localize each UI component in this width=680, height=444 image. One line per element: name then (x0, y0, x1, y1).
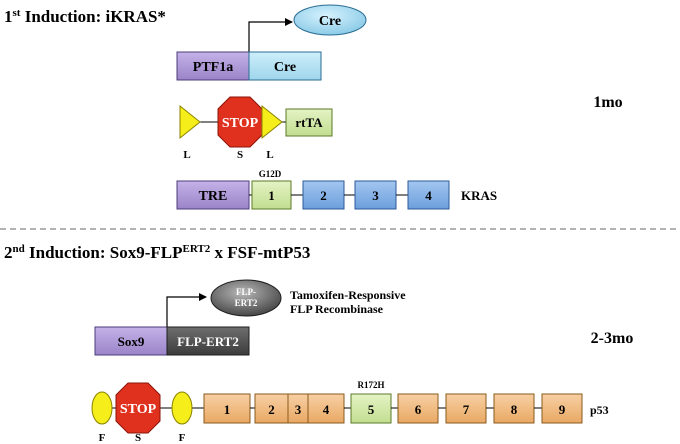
ptf1a-label: PTF1a (193, 60, 233, 75)
kras-mutation-label: G12D (259, 169, 282, 179)
kras-exon-3-label: 3 (372, 188, 379, 203)
flp-ert2-gene-label: FLP-ERT2 (177, 334, 239, 349)
kras-exon-2 (302, 180, 345, 210)
p53-mutation-label: R172H (358, 380, 385, 390)
p53-exon-7-label: 7 (463, 402, 470, 417)
p53-exon-4 (307, 393, 345, 424)
cre-gene-box (248, 51, 322, 81)
lsl-label-l2: L (266, 149, 273, 161)
p53-exon-1-label: 1 (224, 402, 231, 417)
frt-site-right (171, 391, 193, 425)
flp-ert2-gene-box (166, 326, 250, 356)
p53-gene-name: p53 (590, 403, 609, 417)
cre-expression-arrow (248, 18, 293, 52)
ptf1a-box (176, 51, 250, 81)
p53-exon-5 (350, 393, 392, 424)
stop-cassette-octagon (217, 96, 263, 148)
flp-expression-arrow (166, 293, 207, 327)
sox9-box (94, 326, 168, 356)
kras-exon-1-label: 1 (268, 188, 275, 203)
section2-time-label: 2-3mo (591, 330, 634, 347)
fsf-label-s: S (135, 432, 141, 444)
kras-exon-4 (407, 180, 450, 210)
p53-exon-6 (397, 393, 439, 424)
p53-exon-8 (493, 393, 535, 424)
loxp-triangle-right (261, 104, 283, 140)
rtta-label: rtTA (295, 115, 323, 130)
kras-exon-4-label: 4 (425, 188, 432, 203)
p53-exon-3-label: 3 (295, 402, 302, 417)
kras-exon-3 (354, 180, 397, 210)
lsl-label-l1: L (183, 149, 190, 161)
sox9-label: Sox9 (118, 334, 145, 349)
stop-label-2: STOP (120, 402, 157, 417)
p53-exon-5-label: 5 (368, 402, 375, 417)
frt-site-left (91, 391, 113, 425)
section2-title: 2nd Induction: Sox9-FLPERT2 x FSF-mtP53 (4, 243, 310, 262)
stop-cassette-octagon-2 (115, 382, 161, 434)
section1-time-label: 1mo (593, 94, 622, 111)
p53-exon-9-label: 9 (559, 402, 566, 417)
p53-exon-9 (541, 393, 583, 424)
kras-exon-1 (251, 180, 292, 210)
p53-exon-2-label: 2 (268, 402, 275, 417)
section1-title: 1st Induction: iKRAS* (4, 7, 166, 26)
p53-exon-4-label: 4 (323, 402, 330, 417)
lsl-label-s: S (237, 149, 243, 161)
stop-label: STOP (222, 116, 259, 131)
tre-label: TRE (199, 189, 228, 204)
flp-description-line-1: Tamoxifen-Responsive (290, 288, 406, 302)
cre-protein-label: Cre (319, 14, 341, 29)
fsf-label-f2: F (179, 432, 186, 444)
p53-exon-6-label: 6 (415, 402, 422, 417)
cre-protein-oval (293, 4, 367, 36)
loxp-triangle-left (179, 104, 201, 140)
cre-gene-label: Cre (274, 60, 296, 75)
rtta-box (285, 108, 333, 137)
flp-description-line-2: FLP Recombinase (290, 302, 384, 316)
flp-protein-label-2: ERT2 (235, 298, 258, 308)
p53-exon-8-label: 8 (511, 402, 518, 417)
flp-protein-oval (210, 279, 282, 317)
kras-exon-2-label: 2 (320, 188, 327, 203)
kras-gene-name: KRAS (461, 188, 497, 203)
flp-protein-label-1: FLP- (236, 287, 256, 297)
fsf-label-f1: F (99, 432, 106, 444)
